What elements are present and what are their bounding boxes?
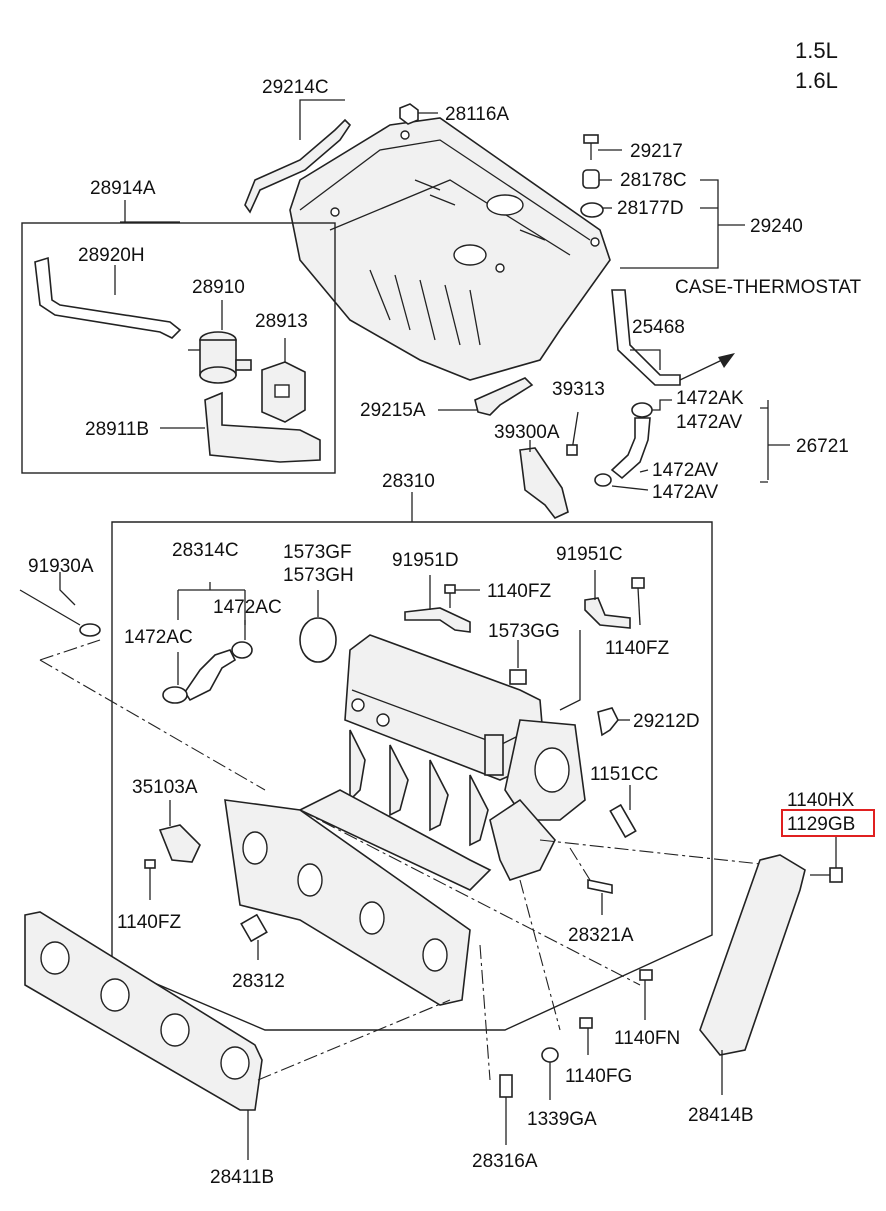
hose-28314C	[184, 649, 237, 702]
plug-1573GF	[299, 617, 337, 663]
clamp-1472AC-b	[231, 641, 253, 659]
label-1472AC-b: 1472AC	[213, 597, 282, 618]
label-91951C: 91951C	[556, 544, 623, 565]
label-1573GF: 1573GF	[283, 542, 352, 563]
label-28314C: 28314C	[172, 540, 239, 561]
nut-28116A	[399, 103, 419, 125]
label-28414B: 28414B	[688, 1105, 754, 1126]
label-35103A: 35103A	[132, 777, 198, 798]
intake-manifold	[298, 634, 586, 891]
bolt-1140FG	[579, 1017, 593, 1029]
engine-size-2: 1.6L	[795, 68, 838, 93]
bolt-1140FZ-b	[631, 577, 645, 589]
bracket-28414B	[699, 854, 806, 1056]
bolt-1140FZ-c	[144, 859, 156, 869]
bracket-28316A	[499, 1074, 513, 1098]
label-28920H: 28920H	[78, 245, 145, 266]
hose-28920H	[34, 256, 182, 339]
plug-28312	[240, 913, 268, 943]
bracket-29215A	[474, 377, 534, 416]
bracket-91951D	[404, 607, 471, 633]
label-25468: 25468	[632, 317, 685, 338]
label-1151CC: 1151CC	[590, 764, 658, 785]
sensor-35103A	[158, 824, 201, 863]
label-29212D: 29212D	[633, 711, 700, 732]
label-1140HX: 1140HX	[787, 790, 855, 811]
stud-1151CC	[609, 803, 637, 839]
label-28312: 28312	[232, 971, 285, 992]
label-28316A: 28316A	[472, 1151, 538, 1172]
label-29240: 29240	[750, 216, 803, 237]
label-28177D: 28177D	[617, 198, 684, 219]
engine-cover	[289, 117, 611, 381]
bolt-1129GB	[810, 836, 843, 883]
bolt-29217	[583, 134, 622, 160]
highlight-box-1129GB	[781, 809, 875, 837]
bracket-91951C	[584, 597, 631, 629]
label-28913: 28913	[255, 311, 308, 332]
grommet-28177D	[580, 202, 604, 218]
fitting-29212D	[597, 707, 619, 737]
label-28116A: 28116A	[445, 104, 509, 125]
box-28914A	[21, 222, 336, 474]
label-29214C: 29214C	[262, 77, 329, 98]
label-29215A: 29215A	[360, 400, 426, 421]
label-1140FN: 1140FN	[614, 1028, 680, 1049]
label-28178C: 28178C	[620, 170, 687, 191]
label-1573GG: 1573GG	[488, 621, 560, 642]
label-1140FZ-a: 1140FZ	[487, 581, 551, 602]
label-26721: 26721	[796, 436, 849, 457]
label-91951D: 91951D	[392, 550, 459, 571]
gasket-28411B	[24, 911, 263, 1111]
label-1140FG: 1140FG	[565, 1066, 632, 1087]
label-1472AK: 1472AK	[676, 388, 744, 409]
valve-28910	[188, 331, 252, 384]
washer-1339GA	[541, 1047, 559, 1063]
cap-1573GG	[509, 669, 527, 685]
label-1573GH: 1573GH	[283, 565, 354, 586]
label-39300A: 39300A	[494, 422, 560, 443]
hose-25468	[611, 289, 681, 386]
bracket-28913	[261, 361, 306, 423]
bolt-1140FZ-a	[444, 584, 456, 594]
label-1472AV-a: 1472AV	[676, 412, 743, 433]
bolt-28321A	[587, 879, 613, 894]
label-28911B: 28911B	[85, 419, 149, 440]
bracket-28911B	[204, 391, 321, 463]
label-1472AC-a: 1472AC	[124, 627, 193, 648]
clamp-1472AC-a	[162, 686, 188, 704]
hose-26721	[594, 402, 653, 487]
label-91930A: 91930A	[28, 556, 94, 577]
label-28310: 28310	[382, 471, 435, 492]
manifold-flange	[224, 799, 471, 1006]
label-1339GA: 1339GA	[527, 1109, 597, 1130]
grommet-28178C	[582, 169, 600, 189]
label-39313: 39313	[552, 379, 605, 400]
label-case-thermostat: CASE-THERMOSTAT	[675, 277, 862, 298]
label-28910: 28910	[192, 277, 245, 298]
bolt-39313	[571, 411, 579, 451]
label-1140FZ-b: 1140FZ	[605, 638, 669, 659]
engine-size-1: 1.5L	[795, 38, 838, 63]
label-1129GB: 1129GB	[787, 814, 855, 835]
bracket-29214C	[244, 118, 352, 214]
label-1472AV-c: 1472AV	[652, 482, 719, 503]
label-29217: 29217	[630, 141, 683, 162]
label-28321A: 28321A	[568, 925, 634, 946]
cable-91930A	[19, 589, 81, 626]
label-1472AV-b: 1472AV	[652, 460, 719, 481]
label-28914A: 28914A	[90, 178, 156, 199]
label-1140FZ-c: 1140FZ	[117, 912, 181, 933]
bolt-1140FN	[639, 969, 653, 981]
bracket-39300A	[519, 447, 569, 519]
label-28411B: 28411B	[210, 1167, 274, 1188]
